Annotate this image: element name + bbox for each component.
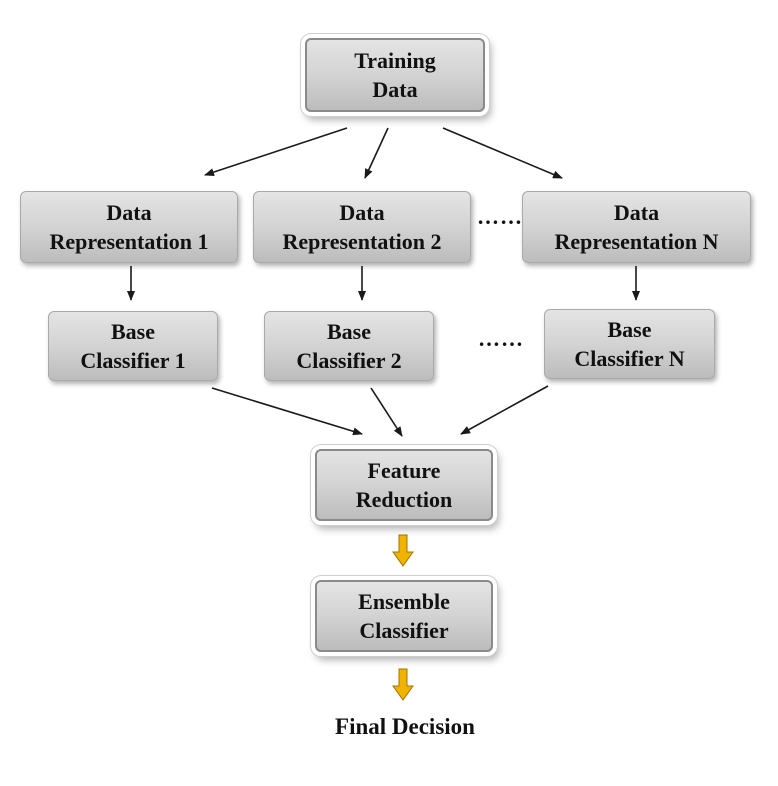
- ellipsis-representations: ……: [477, 204, 523, 229]
- feature-reduction-box: Feature Reduction: [315, 449, 493, 521]
- training-data-line-2: Data: [372, 77, 418, 102]
- arrow-training-to-rep1: [204, 127, 348, 176]
- arrow-base1-to-feature: [211, 387, 363, 436]
- base2-line-2: Classifier 2: [296, 348, 402, 373]
- ensemble-line-2: Classifier: [359, 618, 449, 643]
- gold-arrow-feature-to-ensemble: [392, 534, 414, 567]
- baseN-line-2: Classifier N: [574, 346, 685, 371]
- base1-line-2: Classifier 1: [80, 348, 186, 373]
- training-data-box: Training Data: [305, 38, 485, 112]
- base2-line-1: Base: [327, 319, 371, 344]
- feature-line-1: Feature: [367, 458, 441, 483]
- arrow-training-to-repN: [442, 127, 563, 179]
- final-decision-label: Final Decision: [335, 714, 475, 739]
- repN-line-2: Representation N: [554, 229, 719, 254]
- base-classifier-n-box: Base Classifier N: [544, 309, 715, 379]
- rep1-line-1: Data: [106, 200, 152, 225]
- gold-arrow-ensemble-to-final: [392, 668, 414, 701]
- base-classifier-1-box: Base Classifier 1: [48, 311, 218, 381]
- ensemble-classifier-box: Ensemble Classifier: [315, 580, 493, 652]
- baseN-line-1: Base: [607, 317, 652, 342]
- rep2-line-1: Data: [339, 200, 385, 225]
- data-representation-n-box: Data Representation N: [522, 191, 751, 263]
- feature-line-2: Reduction: [355, 487, 453, 512]
- arrow-base2-to-feature: [370, 387, 403, 437]
- repN-line-1: Data: [613, 200, 660, 225]
- arrow-baseN-to-feature: [460, 385, 549, 435]
- base-classifier-2-box: Base Classifier 2: [264, 311, 434, 381]
- arrow-training-to-rep2: [364, 127, 389, 179]
- ellipsis-classifiers: ……: [478, 326, 524, 351]
- training-data-line-1: Training: [354, 48, 436, 73]
- rep2-line-2: Representation 2: [282, 229, 442, 254]
- ensemble-line-1: Ensemble: [358, 589, 450, 614]
- base1-line-1: Base: [111, 319, 155, 344]
- data-representation-2-box: Data Representation 2: [253, 191, 471, 263]
- data-representation-1-box: Data Representation 1: [20, 191, 238, 263]
- rep1-line-2: Representation 1: [49, 229, 209, 254]
